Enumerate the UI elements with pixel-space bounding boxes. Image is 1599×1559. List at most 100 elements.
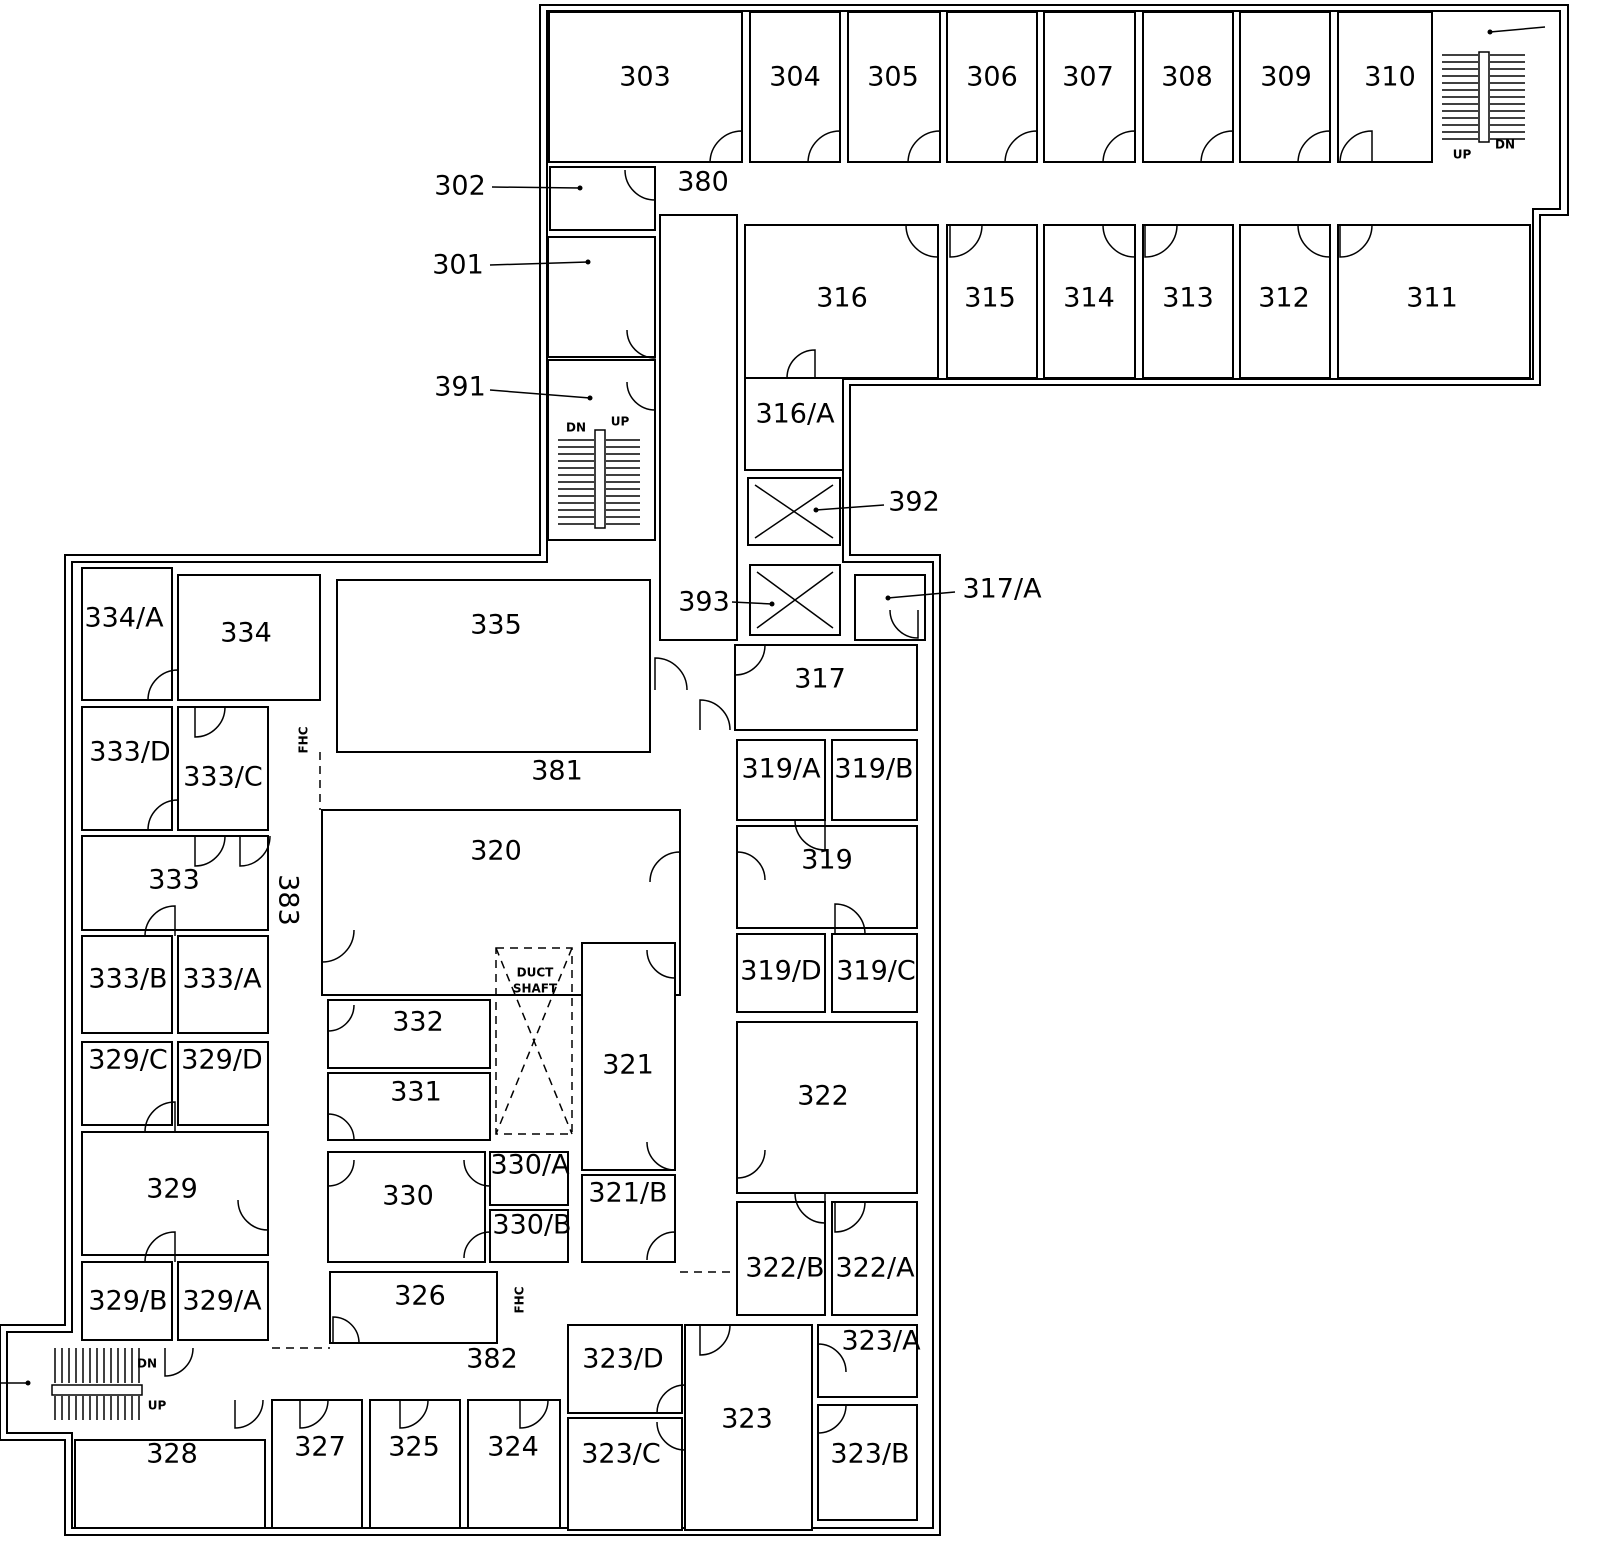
room-label-335: 335 xyxy=(470,610,522,641)
room-label-304: 304 xyxy=(769,62,821,93)
room-333-d[interactable] xyxy=(81,706,173,831)
room-330-a[interactable] xyxy=(489,1151,569,1206)
door-swing-icon xyxy=(1004,130,1038,164)
room-323[interactable] xyxy=(684,1324,813,1531)
room-333-a[interactable] xyxy=(177,935,269,1034)
room-label-306: 306 xyxy=(966,62,1018,93)
room-331[interactable] xyxy=(327,1072,491,1141)
room-317-a[interactable] xyxy=(854,574,926,641)
room-329-c[interactable] xyxy=(81,1041,173,1126)
room-313[interactable] xyxy=(1142,224,1234,379)
stair-east-treads xyxy=(1442,51,1525,143)
room-label-314: 314 xyxy=(1063,283,1115,314)
room-303[interactable] xyxy=(548,11,743,163)
door-swing-icon xyxy=(1297,224,1331,258)
light-well xyxy=(659,214,738,641)
room-label-321: 321 xyxy=(602,1050,654,1081)
room-326[interactable] xyxy=(329,1271,498,1344)
room-label-333: 333 xyxy=(148,865,200,896)
room-label-319-a: 319/A xyxy=(741,754,821,785)
room-329-b[interactable] xyxy=(81,1261,173,1341)
room-label-323-c: 323/C xyxy=(581,1439,660,1470)
room-329-d[interactable] xyxy=(177,1041,269,1126)
door-swing-icon xyxy=(1102,130,1136,164)
door-swing-icon xyxy=(794,819,826,851)
door-swing-icon xyxy=(626,329,656,359)
room-label-329-a: 329/A xyxy=(182,1286,262,1317)
room-319-a[interactable] xyxy=(736,739,826,821)
room-321[interactable] xyxy=(581,942,676,1171)
room-label-393: 393 xyxy=(678,587,730,618)
room-302[interactable] xyxy=(549,166,656,231)
room-330-b[interactable] xyxy=(489,1209,569,1263)
room-label-319: 319 xyxy=(801,845,853,876)
room-334[interactable] xyxy=(177,574,321,701)
room-315[interactable] xyxy=(946,224,1038,379)
room-label-312: 312 xyxy=(1258,283,1310,314)
room-label-309: 309 xyxy=(1260,62,1312,93)
door-swing-icon xyxy=(646,1231,676,1261)
room-309[interactable] xyxy=(1239,11,1331,163)
door-swing-icon xyxy=(624,169,656,201)
room-324[interactable] xyxy=(467,1399,561,1529)
door-swing-icon xyxy=(786,349,816,379)
room-label-311: 311 xyxy=(1406,283,1458,314)
door-swing-icon xyxy=(699,1324,731,1356)
room-label-317-a: 317/A xyxy=(962,574,1042,605)
duct-shaft-label: DUCT xyxy=(517,966,555,980)
room-label-308: 308 xyxy=(1161,62,1213,93)
room-label-329-c: 329/C xyxy=(88,1045,167,1076)
room-319-d[interactable] xyxy=(736,933,826,1013)
room-label-315: 315 xyxy=(964,283,1016,314)
room-329-a[interactable] xyxy=(177,1261,269,1341)
door-swing-icon xyxy=(699,699,731,731)
room-label-316: 316 xyxy=(816,283,868,314)
room-328[interactable] xyxy=(74,1439,266,1529)
room-323-a[interactable] xyxy=(817,1324,918,1398)
room-305[interactable] xyxy=(847,11,941,163)
room-316[interactable] xyxy=(744,224,939,379)
door-swing-icon xyxy=(949,224,983,258)
door-swing-icon xyxy=(656,1384,686,1414)
door-swing-icon xyxy=(1102,224,1136,258)
room-334-a[interactable] xyxy=(81,567,173,701)
room-335[interactable] xyxy=(336,579,651,753)
room-316-a[interactable] xyxy=(744,377,844,471)
room-327[interactable] xyxy=(271,1399,363,1529)
room-325[interactable] xyxy=(369,1399,461,1529)
room-label-323-b: 323/B xyxy=(830,1439,909,1470)
room-321-b[interactable] xyxy=(581,1174,676,1263)
stair-down-label: DN xyxy=(566,421,586,435)
room-301[interactable] xyxy=(547,236,656,358)
room-319-b[interactable] xyxy=(831,739,918,821)
room-391[interactable] xyxy=(547,359,656,541)
room-311[interactable] xyxy=(1337,224,1531,379)
room-322[interactable] xyxy=(736,1021,918,1194)
room-308[interactable] xyxy=(1142,11,1234,163)
room-314[interactable] xyxy=(1043,224,1136,379)
room-333-b[interactable] xyxy=(81,935,173,1034)
room-322-b[interactable] xyxy=(736,1201,826,1316)
room-323-c[interactable] xyxy=(567,1417,683,1531)
room-label-329-b: 329/B xyxy=(88,1286,167,1317)
room-307[interactable] xyxy=(1043,11,1136,163)
room-323-d[interactable] xyxy=(567,1324,683,1414)
room-319-c[interactable] xyxy=(831,933,918,1013)
room-306[interactable] xyxy=(946,11,1038,163)
room-317[interactable] xyxy=(734,644,918,731)
room-304[interactable] xyxy=(749,11,841,163)
room-label-319-d: 319/D xyxy=(740,956,821,987)
room-322-a[interactable] xyxy=(831,1201,918,1316)
stair-up-label: UP xyxy=(148,1399,167,1413)
door-swing-icon xyxy=(1339,130,1373,164)
room-333-c[interactable] xyxy=(177,706,269,831)
room-332[interactable] xyxy=(327,999,491,1069)
door-swing-icon xyxy=(807,130,841,164)
room-330[interactable] xyxy=(327,1151,486,1263)
door-swing-icon xyxy=(239,835,271,867)
door-swing-icon xyxy=(327,1004,355,1032)
room-319[interactable] xyxy=(736,825,918,929)
room-323-b[interactable] xyxy=(817,1404,918,1521)
door-swing-icon xyxy=(709,130,743,164)
room-312[interactable] xyxy=(1239,224,1331,379)
